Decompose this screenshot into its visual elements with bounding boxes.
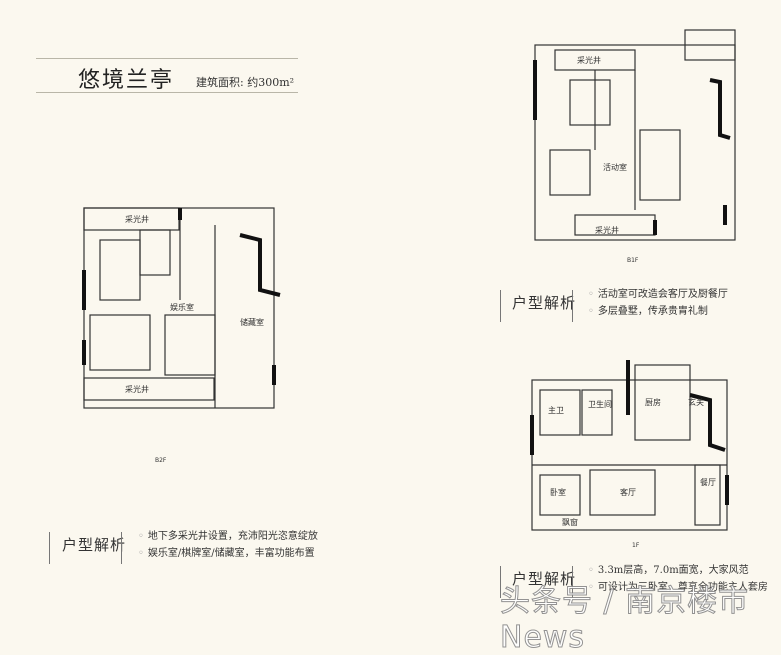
analysis-point: 娱乐室/棋牌室/储藏室，丰富功能布置: [147, 548, 315, 559]
room-foyer: 玄关: [688, 397, 704, 407]
room-lightwell-1: 采光井: [125, 214, 149, 224]
divider: [572, 290, 573, 322]
room-living: 客厅: [620, 487, 636, 497]
room-storage: 储藏室: [240, 317, 264, 327]
room-master-bath: 主卫: [548, 405, 564, 415]
analysis-point: 可设计为三卧室，尊享全功能主人套房: [597, 582, 768, 593]
room-bedroom: 卧室: [550, 487, 566, 497]
room-lightwell-2: 采光井: [125, 384, 149, 394]
b1f-floor-plan: 采光井 活动室 采光井 B1F: [533, 29, 736, 264]
room-lightwell-2: 采光井: [595, 225, 619, 235]
title-rule-bottom: [36, 92, 298, 93]
level-label-1f: 1F: [632, 542, 640, 549]
analysis-point: 多层叠墅，传承贵胄礼制: [597, 306, 708, 317]
analysis-point: 3.3m层高，7.0m面宽，大家风范: [597, 565, 749, 576]
title-rule-top: [36, 58, 298, 59]
room-activity: 活动室: [603, 162, 627, 172]
analysis-list-b2f: ◦地下多采光井设置，充沛阳光恣意绽放 ◦娱乐室/棋牌室/储藏室，丰富功能布置: [138, 531, 318, 559]
divider: [572, 566, 573, 598]
room-kitchen: 厨房: [645, 397, 661, 407]
level-label-b1f: B1F: [627, 257, 639, 264]
analysis-point: 地下多采光井设置，充沛阳光恣意绽放: [147, 531, 318, 542]
page-title: 悠境兰亭: [78, 68, 175, 93]
analysis-heading-b2f: 户型解析: [62, 536, 127, 554]
analysis-heading-1f: 户型解析: [512, 570, 577, 588]
floor-area: 建筑面积: 约300m²: [196, 76, 295, 89]
room-lightwell-1: 采光井: [577, 55, 601, 65]
analysis-point: 活动室可改造会客厅及厨餐厅: [597, 289, 728, 300]
analysis-list-b1f: ◦活动室可改造会客厅及厨餐厅 ◦多层叠墅，传承贵胄礼制: [588, 289, 728, 317]
room-bay-window: 飘窗: [562, 517, 578, 527]
level-label-b2f: B2F: [155, 457, 167, 464]
room-dining: 餐厅: [700, 478, 716, 487]
f1-floor-plan: 主卫 卫生间 厨房 玄关 卧室 客厅 餐厅 飘窗 1F: [530, 360, 729, 549]
b2f-floor-plan: 采光井 娱乐室 储藏室 采光井 B2F: [82, 207, 281, 464]
divider: [500, 566, 501, 598]
analysis-list-1f: ◦3.3m层高，7.0m面宽，大家风范 ◦可设计为三卧室，尊享全功能主人套房: [588, 565, 768, 593]
analysis-heading-b1f: 户型解析: [512, 294, 577, 312]
room-entertainment: 娱乐室: [170, 302, 194, 312]
room-bathroom: 卫生间: [588, 399, 612, 409]
watermark: 头条号 / 南京楼市News: [500, 584, 750, 655]
divider: [121, 532, 122, 564]
divider: [49, 532, 50, 564]
divider: [500, 290, 501, 322]
